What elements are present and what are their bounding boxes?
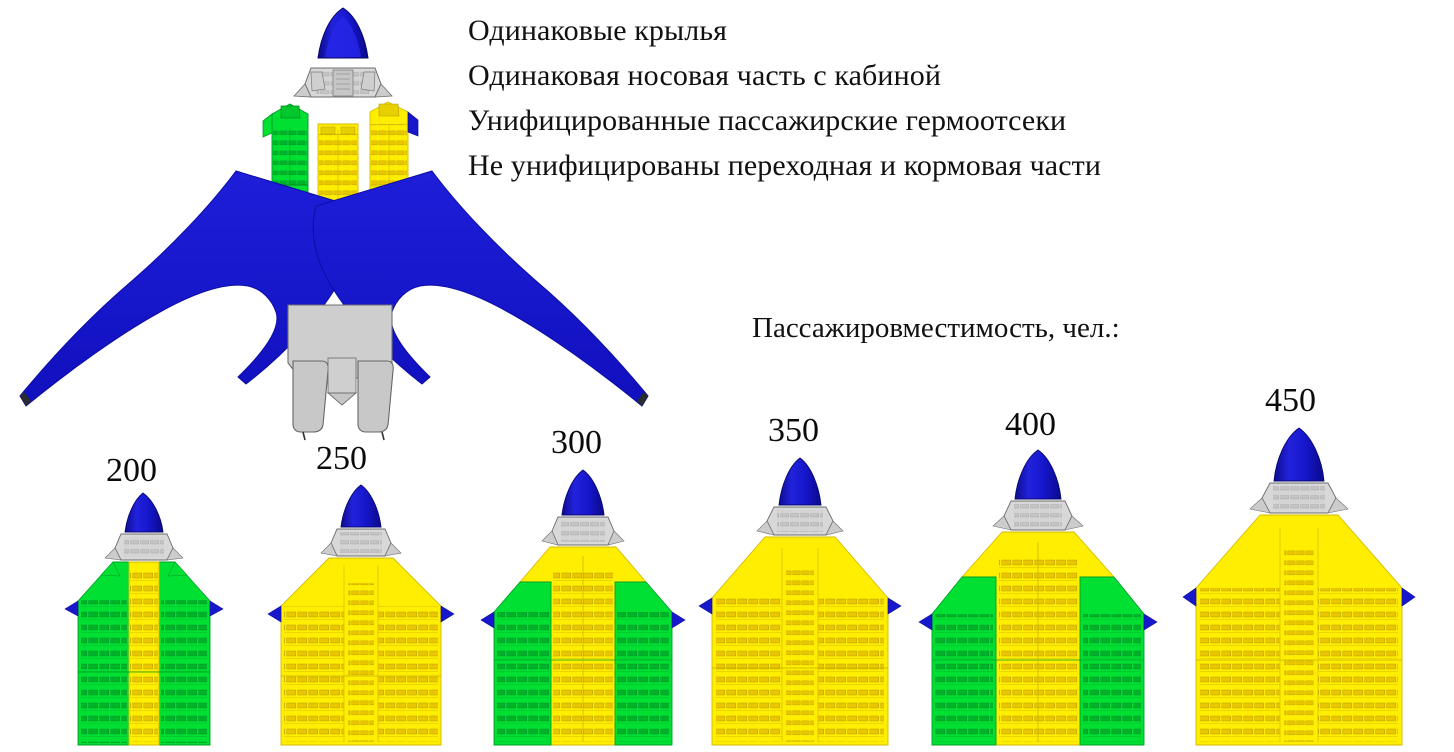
annotation-list: Одинаковые крылья Одинаковая носовая час…	[468, 8, 1454, 188]
capacity-label-350: 350	[768, 412, 819, 449]
capacity-title: Пассажировместимость, чел.:	[752, 312, 1120, 344]
annotation-line-2: Одинаковая носовая часть с кабиной	[468, 59, 941, 92]
annotation-line-1: Одинаковые крылья	[468, 14, 728, 47]
aircraft-variant-200	[64, 492, 224, 746]
capacity-label-450: 450	[1265, 382, 1316, 419]
capacity-label-300: 300	[551, 424, 602, 461]
capacity-label-200: 200	[106, 452, 157, 489]
annotation-line-3: Унифицированные пассажирские гермоотсеки	[468, 104, 1067, 137]
aircraft-variant-300	[480, 469, 686, 746]
aircraft-variant-400	[918, 449, 1158, 746]
aircraft-variant-250	[267, 484, 455, 746]
capacity-label-250: 250	[316, 440, 367, 477]
capacity-label-400: 400	[1005, 406, 1056, 443]
exploded-cockpit-section	[293, 67, 393, 98]
aircraft-variant-350	[698, 457, 902, 746]
annotation-line-4: Не унифицированы переходная и кормовая ч…	[468, 149, 1102, 182]
exploded-aft-section	[287, 304, 394, 441]
exploded-nose-cone	[317, 7, 369, 59]
aircraft-variant-450	[1182, 427, 1416, 746]
